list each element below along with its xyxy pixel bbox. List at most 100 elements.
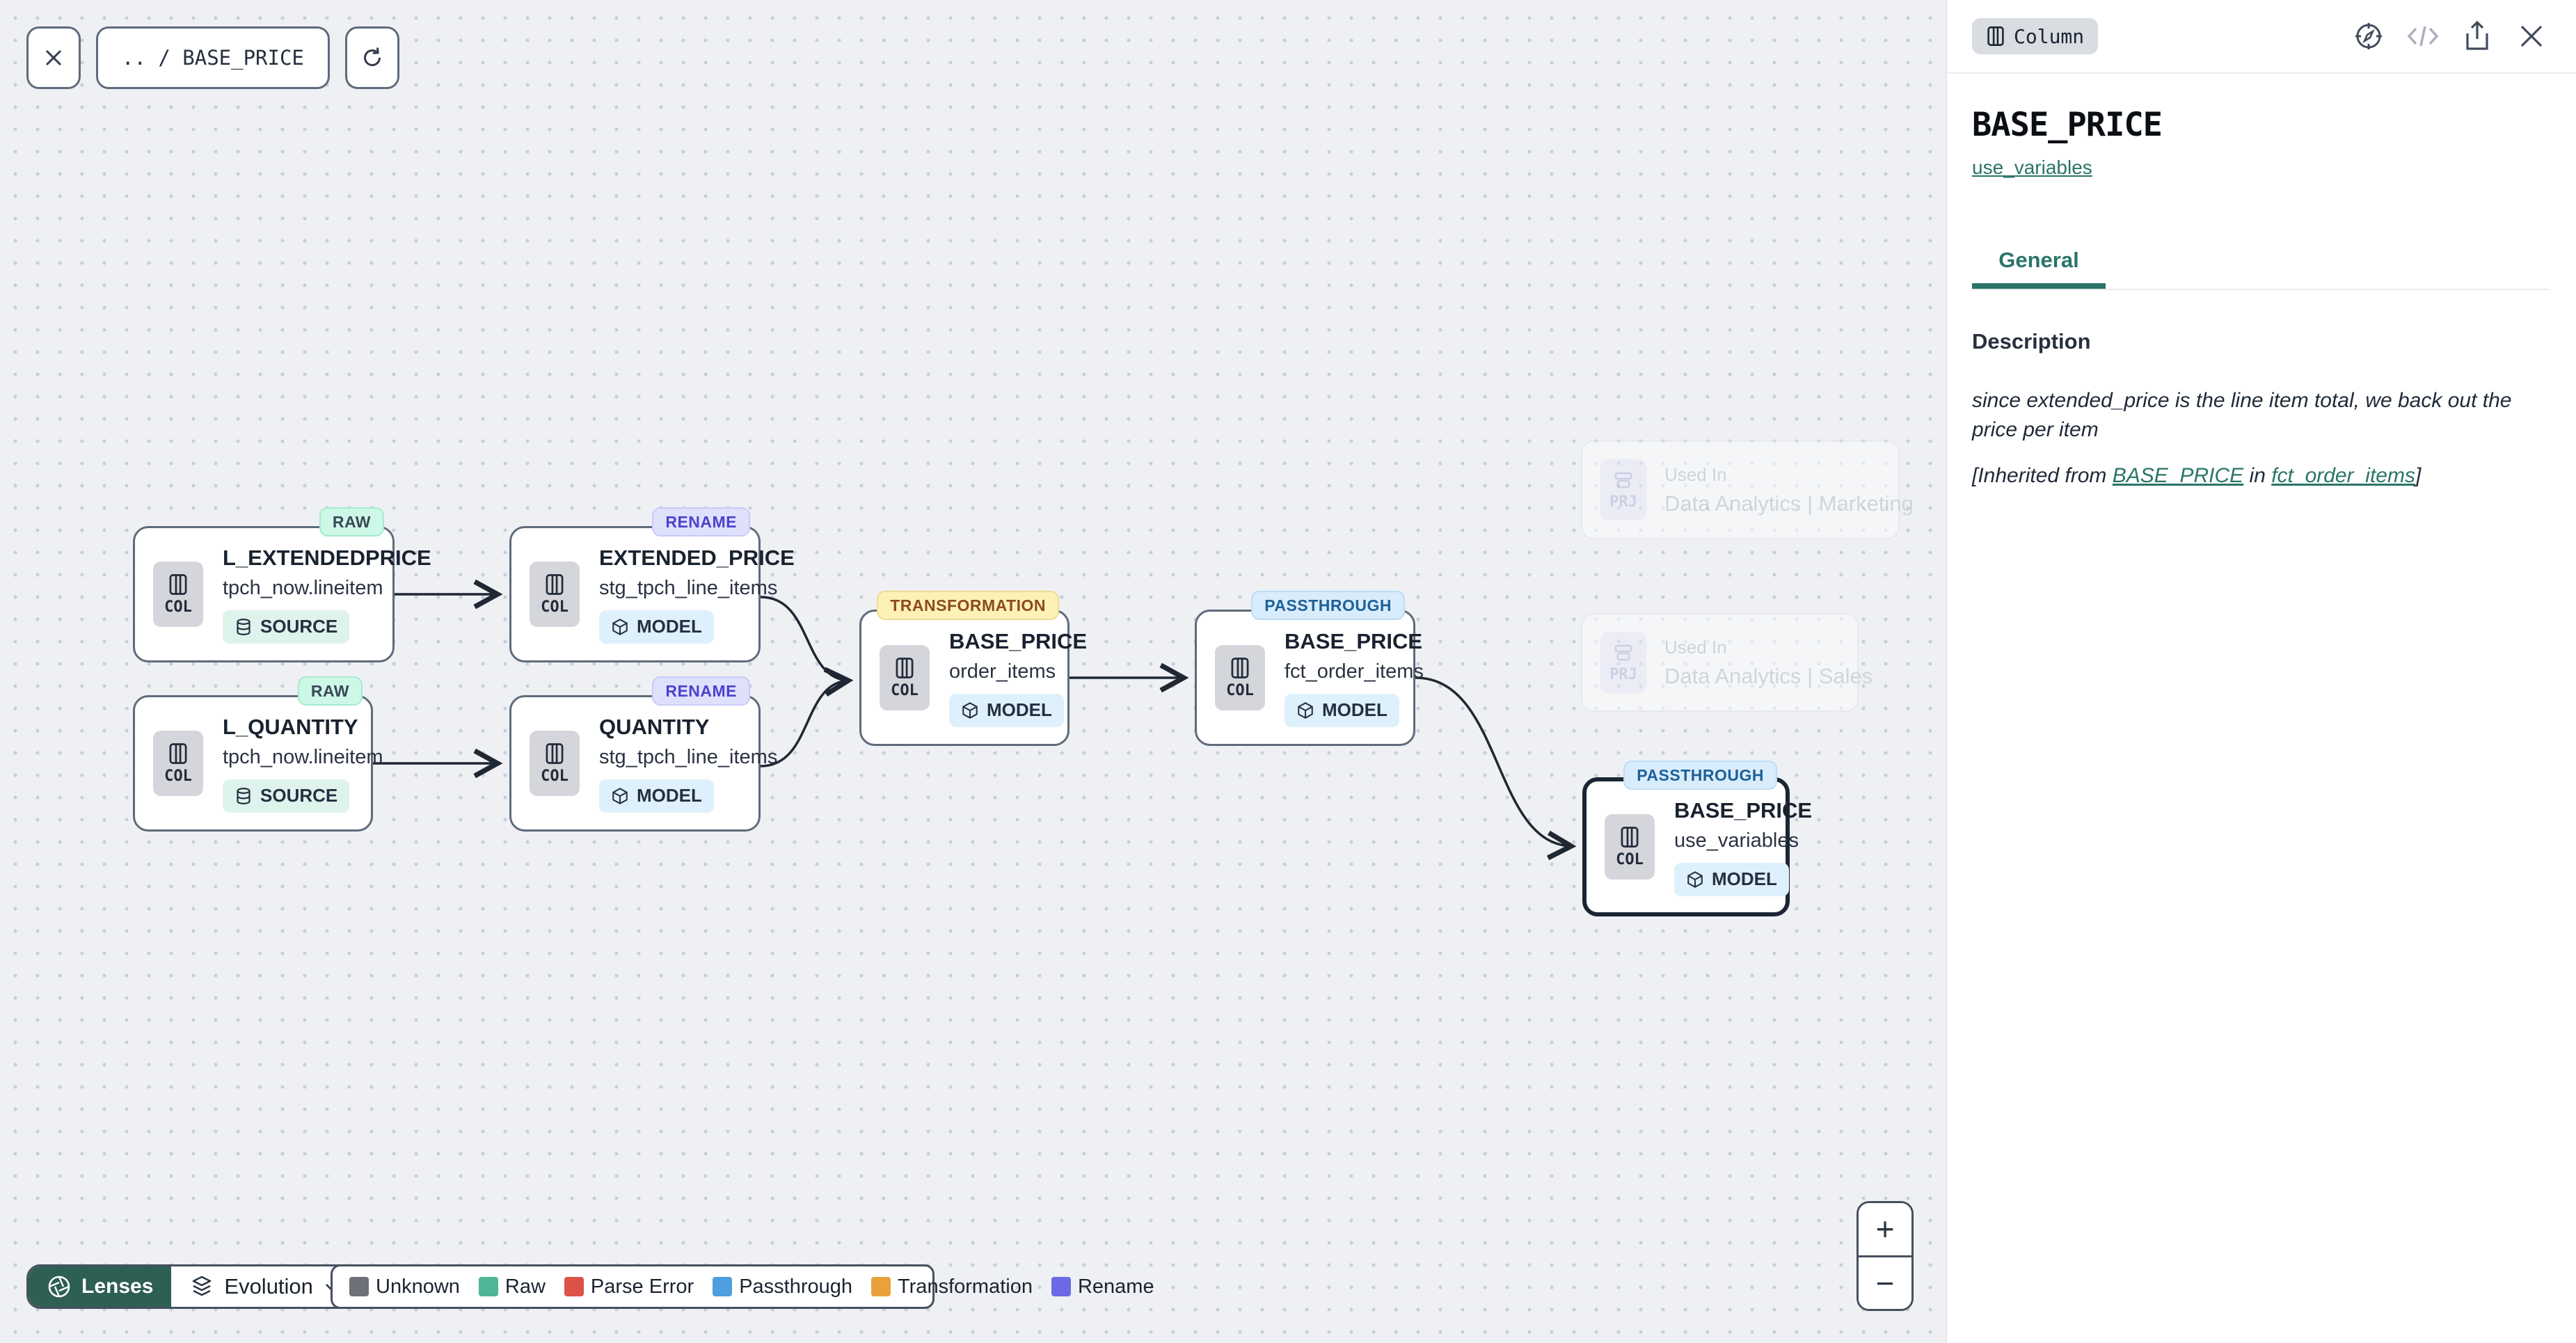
kind-badge-model: MODEL xyxy=(599,779,714,813)
chip-label: COL xyxy=(1226,681,1254,699)
zoom-in-button[interactable]: + xyxy=(1859,1203,1911,1257)
legend-label: Passthrough xyxy=(739,1275,853,1298)
column-chip: COL xyxy=(530,562,580,627)
lens-badge: RENAME xyxy=(652,507,750,537)
explore-button[interactable] xyxy=(2352,19,2385,53)
inherited-model-link[interactable]: fct_order_items xyxy=(2271,464,2415,487)
panel-body: BASE_PRICE use_variables General Descrip… xyxy=(1947,106,2576,488)
legend-item: Parse Error xyxy=(564,1276,694,1298)
node-title: BASE_PRICE xyxy=(1674,797,1813,823)
lens-badge: TRANSFORMATION xyxy=(877,591,1059,620)
used-in-name: Data Analytics | Sales xyxy=(1664,663,1873,688)
project-chip: PRJ xyxy=(1600,459,1646,520)
kind-badge-source: SOURCE xyxy=(223,610,350,644)
node-title: L_QUANTITY xyxy=(223,714,358,739)
details-panel: Column xyxy=(1946,0,2576,1343)
breadcrumb[interactable]: .. / BASE_PRICE xyxy=(96,26,330,89)
layers-icon xyxy=(193,1276,212,1296)
lenses-control: Lenses Evolution xyxy=(26,1264,360,1309)
column-chip: COL xyxy=(880,645,930,710)
column-chip: COL xyxy=(530,731,580,796)
share-button[interactable] xyxy=(2460,19,2494,53)
inherited-column-link[interactable]: BASE_PRICE xyxy=(2112,464,2244,487)
node-base-price-order-items[interactable]: TRANSFORMATION COL BASE_PRICE order_item… xyxy=(859,591,1087,746)
node-quantity[interactable]: RENAME COL QUANTITY stg_tpch_line_items xyxy=(509,676,777,832)
close-panel-button[interactable] xyxy=(2515,19,2548,53)
share-icon xyxy=(2466,20,2488,50)
project-chip: PRJ xyxy=(1600,632,1646,693)
lens-badge: PASSTHROUGH xyxy=(1251,591,1405,620)
chip-label: COL xyxy=(891,681,919,699)
legend-label: Rename xyxy=(1077,1275,1154,1298)
legend-label: Raw xyxy=(504,1275,546,1298)
legend-item: Unknown xyxy=(349,1276,460,1298)
node-title: L_EXTENDEDPRICE xyxy=(223,545,431,570)
zoom-out-button[interactable]: − xyxy=(1859,1257,1911,1309)
columns-icon xyxy=(546,742,564,764)
aperture-icon xyxy=(48,1276,70,1298)
panel-tabs: General xyxy=(1972,237,2548,290)
lens-badge: PASSTHROUGH xyxy=(1623,761,1777,790)
node-base-price-use-variables[interactable]: PASSTHROUGH COL BASE_PRICE use_variables xyxy=(1582,761,1812,916)
legend-item: Rename xyxy=(1051,1276,1154,1298)
node-l-extendedprice[interactable]: RAW COL L_EXTENDEDPRICE tpch_now.lineite… xyxy=(133,507,431,662)
zoom-controls: + − xyxy=(1857,1201,1914,1311)
column-title: BASE_PRICE xyxy=(1972,106,2163,144)
node-subtitle: use_variables xyxy=(1674,829,1799,852)
lenses-button[interactable]: Lenses xyxy=(29,1266,172,1307)
legend-item: Raw xyxy=(478,1275,546,1298)
legend-swatch xyxy=(564,1277,584,1296)
legend-swatch xyxy=(713,1277,733,1296)
panel-header: Column xyxy=(1947,0,2576,74)
model-link[interactable]: use_variables xyxy=(1972,157,2092,178)
kind-badge-model: MODEL xyxy=(1674,862,1789,896)
legend-label: Unknown xyxy=(376,1275,460,1298)
columns-icon xyxy=(1987,26,2004,46)
view-code-button[interactable] xyxy=(2406,19,2440,53)
entity-type-label: Column xyxy=(2014,24,2085,48)
canvas-toolbar: .. / BASE_PRICE xyxy=(26,26,399,89)
kind-badge-model: MODEL xyxy=(599,610,714,644)
tab-general[interactable]: General xyxy=(1972,237,2106,289)
close-icon xyxy=(2520,25,2543,47)
used-in-label: Used In xyxy=(1664,463,1727,485)
close-lineage-button[interactable] xyxy=(26,26,81,89)
kind-label: MODEL xyxy=(637,785,702,806)
node-extended-price[interactable]: RENAME COL EXTENDED_PRICE stg_tpch_line_… xyxy=(509,507,795,662)
node-base-price-fct-order-items[interactable]: PASSTHROUGH COL BASE_PRICE fct_order_ite… xyxy=(1195,591,1424,746)
node-subtitle: stg_tpch_line_items xyxy=(599,745,778,768)
used-in-name: Data Analytics | Marketing xyxy=(1664,491,1914,516)
edge-fctorderitems-usevariables xyxy=(1415,676,1577,861)
columns-icon xyxy=(1621,826,1639,848)
lineage-canvas[interactable]: PRJ Used In Data Analytics | Marketing P… xyxy=(0,0,1946,1343)
chip-label: COL xyxy=(164,767,192,785)
legend-swatch xyxy=(871,1277,891,1296)
lens-mode-label: Evolution xyxy=(224,1274,313,1298)
close-icon xyxy=(45,49,62,66)
node-subtitle: tpch_now.lineitem xyxy=(223,576,383,599)
node-l-quantity[interactable]: RAW COL L_QUANTITY tpch_now.lineitem xyxy=(133,676,383,832)
description-label: Description xyxy=(1972,329,2091,353)
node-subtitle: stg_tpch_line_items xyxy=(599,576,778,599)
used-in-node-marketing[interactable]: PRJ Used In Data Analytics | Marketing xyxy=(1581,440,1914,539)
columns-icon xyxy=(896,657,914,678)
kind-badge-model: MODEL xyxy=(1285,693,1399,727)
used-in-label: Used In xyxy=(1664,636,1727,658)
lens-legend: Unknown Raw Parse Error Passthrough Tran… xyxy=(331,1264,1154,1309)
columns-icon xyxy=(169,742,187,764)
node-title: BASE_PRICE xyxy=(1285,628,1423,653)
kind-label: MODEL xyxy=(637,616,702,637)
kind-badge-source: SOURCE xyxy=(223,779,350,813)
refresh-button[interactable] xyxy=(344,26,399,89)
lens-badge: RAW xyxy=(319,507,384,537)
project-icon xyxy=(1614,644,1632,660)
used-in-node-sales[interactable]: PRJ Used In Data Analytics | Sales xyxy=(1581,613,1873,712)
legend-swatch xyxy=(478,1277,498,1296)
lens-mode-dropdown[interactable]: Evolution xyxy=(171,1266,358,1307)
node-title: BASE_PRICE xyxy=(949,628,1088,653)
legend-swatch xyxy=(1051,1277,1071,1296)
cube-icon xyxy=(612,787,628,804)
inherited-middle: in xyxy=(2243,464,2272,487)
compass-icon xyxy=(2355,23,2382,49)
